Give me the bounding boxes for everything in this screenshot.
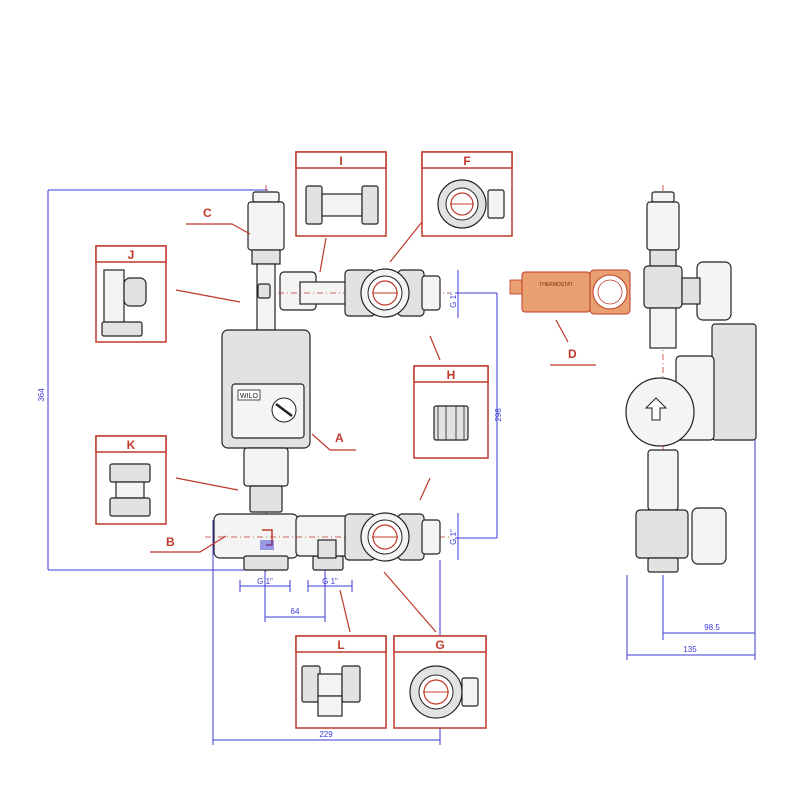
side-view-assembly — [625, 185, 757, 575]
dim-height-total: 364 — [37, 388, 46, 402]
dim-side-depth: 98.5 — [704, 623, 720, 632]
callout-box-k: K — [95, 435, 167, 525]
dim-spacing: 64 — [291, 607, 300, 616]
callout-label-l: L — [337, 638, 344, 652]
label-a: A — [335, 431, 344, 445]
thermostat: THERMOSTAT — [509, 269, 631, 315]
pump-brand-label: WILO — [240, 393, 258, 400]
label-c: C — [203, 206, 212, 220]
callout-box-g: G — [393, 635, 487, 729]
callout-box-j: J — [95, 245, 167, 343]
callout-label-h: H — [447, 368, 456, 382]
callout-box-h: H — [413, 365, 489, 459]
thermostat-label: THERMOSTAT — [539, 282, 573, 288]
callout-label-g: G — [435, 638, 444, 652]
callout-label-j: J — [128, 248, 135, 262]
callout-box-f: F — [421, 151, 513, 237]
dim-width-total: 229 — [319, 730, 333, 739]
dim-thread-right-top: G 1" — [449, 292, 458, 308]
callout-box-i: I — [295, 151, 387, 237]
callout-label-i: I — [339, 154, 342, 168]
dim-height-right: 298 — [494, 408, 503, 422]
label-b: B — [166, 535, 175, 549]
label-d: D — [568, 347, 577, 361]
callout-label-k: K — [127, 438, 136, 452]
leader-lines: C D A B — [150, 206, 596, 633]
dim-side-width: 135 — [683, 645, 697, 654]
dim-thread-bottom-mid: G 1" — [322, 577, 338, 586]
callout-label-f: F — [463, 154, 470, 168]
dim-thread-right-bottom: G 1" — [449, 529, 458, 545]
callout-box-l: L — [295, 635, 387, 729]
front-view-assembly: WILO — [205, 185, 450, 575]
dimension-lines: 364 298 G 1" G 1" G 1" G 1" 64 229 98.5 … — [37, 189, 756, 745]
